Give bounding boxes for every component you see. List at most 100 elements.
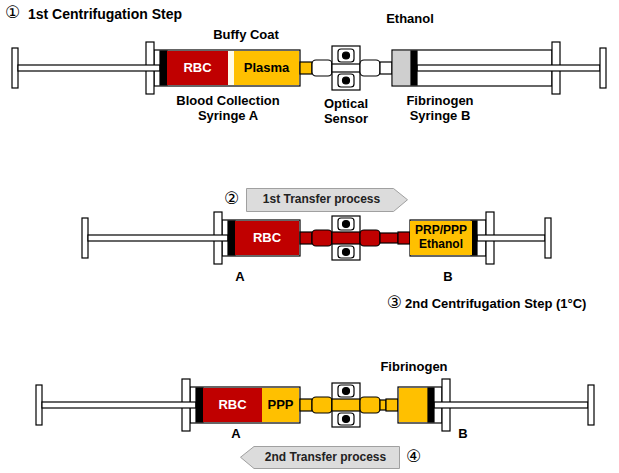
syringe-a-row2 [82,212,312,264]
text-label: B [458,427,467,442]
sample-layer: RBC [235,221,299,255]
process-arrow: 2nd Transfer process [240,446,400,469]
text-label: Fibrinogen Syringe B [390,94,490,124]
node-text: 1st Transfer process [263,193,380,207]
sensor-window [338,413,354,425]
arrow-outline [247,189,408,212]
plunger-handle [82,218,88,258]
text-label: B [443,270,452,285]
sample-layer: PPP [262,388,299,422]
plunger-rod [434,402,588,408]
barrel [190,387,300,423]
plunger-tip [196,388,203,422]
process-arrow: 1st Transfer process [246,188,408,212]
sensor-window [338,218,354,230]
node-text: 2nd Transfer process [265,451,386,465]
plunger-handle [12,48,18,88]
tube-connector [312,60,332,76]
sensor-dot [343,52,350,59]
text-label: 1st Centrifugation Step [28,6,182,22]
plunger-handle [36,385,42,425]
node-text: RBC [253,231,281,246]
plunger-rod [42,402,196,408]
text-label: Optical Sensor [315,97,377,127]
ethanol-layer [393,51,411,85]
plunger-rod [88,235,228,241]
nozzle [386,399,398,411]
plunger-handle [545,218,551,258]
optical-sensor [332,46,360,90]
tube-connector [312,230,332,246]
syringe-a-row3 [36,379,312,431]
sensor-tube [332,232,360,244]
node-text: PPP [267,398,293,413]
plunger-handle [600,48,606,88]
blood-tube [380,233,398,243]
barrel [222,220,300,256]
text-label: Ethanol [386,12,434,27]
sensor-row3 [312,383,386,427]
node-text: Plasma [244,61,290,76]
barrel [154,50,300,86]
step-number: ③ [387,293,402,313]
plunger-rod [18,65,160,71]
plunger-tip [428,388,434,422]
plunger-tip [411,51,417,85]
sensor-dot [343,221,350,228]
tube-connector [312,397,332,413]
text-label: A [235,270,244,285]
node-text: RBC [183,61,211,76]
text-label: Buffy Coat [213,28,279,43]
sensor-window [338,49,354,62]
sensor-dot [343,388,350,395]
syringe-b-row1 [380,42,606,94]
step-number: ① [5,3,20,23]
sensor-window [338,74,354,87]
sensor-dot [343,416,350,423]
text-label: Blood Collection Syringe A [167,94,289,124]
plunger-tip [228,221,235,255]
text-label: A [231,427,240,442]
fibrinogen-layer [399,388,428,422]
optical-sensor [332,383,360,427]
nozzle [300,62,312,74]
node-text: PRP/PPP Ethanol [412,224,470,252]
node-text: RBC [218,398,246,413]
sensor-window [338,246,354,258]
plunger-rod [477,235,545,241]
optical-sensor [332,216,360,260]
nozzle [300,399,312,411]
tube-connector [360,60,380,76]
sample-layer: PRP/PPP Ethanol [410,221,472,255]
barrel [410,220,486,256]
sensor-dot [343,249,350,256]
nozzle [300,232,312,244]
text-label: 2nd Centrifugation Step (1°C) [405,297,586,312]
sensor-dot [343,77,350,84]
syringe-b-row2 [398,212,551,264]
sensor-window [338,385,354,397]
nozzle [398,232,410,244]
plunger-tip [160,51,167,85]
sensor-row1 [312,46,380,90]
sample-layer: RBC [203,388,262,422]
plunger-rod [417,65,600,71]
sensor-tube [332,64,360,72]
sample-layer: RBC [167,51,228,85]
sensor-tube [332,399,360,411]
plasma-tube [380,400,386,410]
tube-connector [360,230,380,246]
sample-layer: Plasma [234,51,299,85]
nozzle [380,62,392,74]
tube-connector [360,397,380,413]
step-number: ② [224,189,239,209]
step-number: ④ [406,447,421,467]
sensor-row2 [312,216,398,260]
arrow-outline [241,447,400,469]
syringe-a-row1 [12,42,312,94]
plunger-handle [588,385,594,425]
syringe-b-row3 [386,379,594,431]
text-label: Fibrinogen [380,360,447,375]
